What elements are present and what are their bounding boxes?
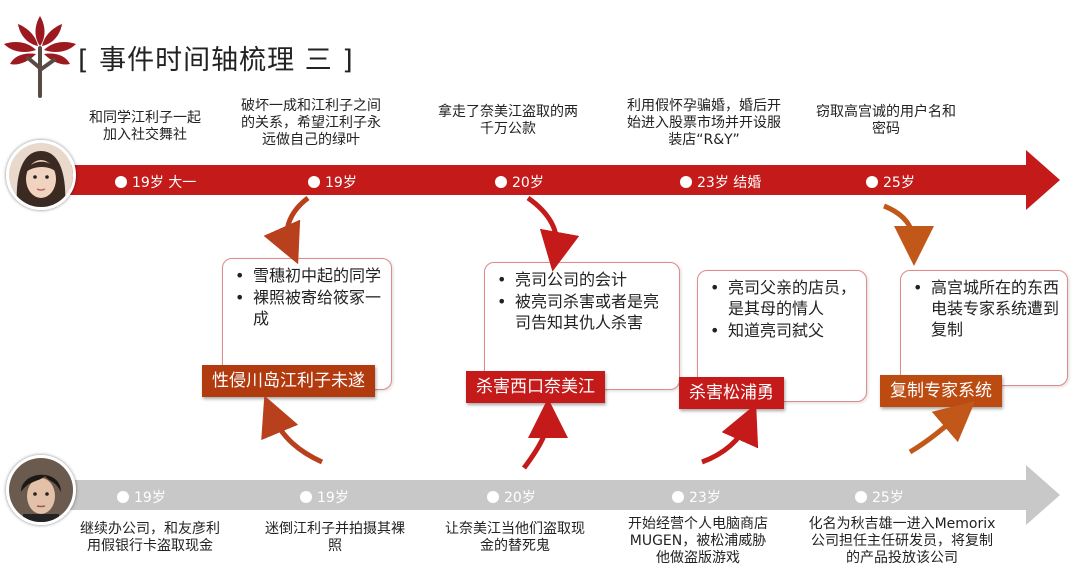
top-tick-3: 20岁	[495, 172, 544, 192]
box-1-item-2: 裸照被寄给筱冢一成	[231, 287, 383, 329]
timeline-dot-icon	[680, 176, 692, 188]
top-event-1: 和同学江利子一起 加入社交舞社	[89, 110, 201, 143]
top-event-3: 拿走了奈美江盗取的两 千万公款	[438, 104, 578, 137]
timeline-dot-icon	[115, 176, 127, 188]
box-2-item-2: 被亮司杀害或者是亮司告知其仇人杀害	[493, 291, 671, 333]
timeline-dot-icon	[495, 176, 507, 188]
bottom-tick-5: 25岁	[855, 487, 904, 507]
bottom-tick-1: 19岁	[117, 487, 166, 507]
arrow-top-to-box-1	[263, 196, 310, 265]
male-character-avatar	[6, 455, 76, 525]
timeline-dot-icon	[487, 491, 499, 503]
event-label-1: 性侵川岛江利子未遂	[202, 365, 375, 397]
arrow-top-to-box-2	[526, 195, 580, 272]
event-label-2: 杀害西口奈美江	[466, 371, 605, 403]
box-3-item-1: 亮司父亲的店员，是其母的情人	[706, 277, 858, 319]
bottom-tick-2: 19岁	[300, 487, 349, 507]
event-box-4: 高宫城所在的东西电装专家系统遭到复制	[900, 270, 1068, 386]
timeline-dot-icon	[866, 176, 878, 188]
box-2-item-1: 亮司公司的会计	[493, 269, 671, 290]
event-box-1: 雪穗初中起的同学 裸照被寄给筱冢一成	[222, 258, 392, 390]
top-tick-1: 19岁 大一	[115, 172, 196, 192]
bottom-event-5: 化名为秋吉雄一进入Memorix 公司担任主任研发员，将复制 的产品投放该公司	[808, 516, 996, 566]
bottom-event-4: 开始经营个人电脑商店 MUGEN，被松浦威胁 他做盗版游戏	[628, 516, 768, 566]
female-character-avatar	[6, 140, 76, 210]
top-timeline-arrowhead	[1026, 150, 1060, 210]
top-event-2: 破坏一成和江利子之间 的关系，希望江利子永 远做自己的绿叶	[241, 98, 381, 148]
arrow-bottom-to-box-4	[908, 400, 976, 455]
bottom-event-2: 迷倒江利子并拍摄其裸 照	[265, 521, 405, 554]
event-label-3: 杀害松浦勇	[679, 377, 784, 409]
top-tick-5: 25岁	[866, 172, 915, 192]
bottom-tick-3: 20岁	[487, 487, 536, 507]
arrow-bottom-to-box-3	[701, 403, 759, 465]
bottom-timeline-bar	[70, 480, 1028, 510]
timeline-dot-icon	[117, 491, 129, 503]
timeline-dot-icon	[855, 491, 867, 503]
tree-logo-icon	[4, 16, 76, 98]
bottom-event-3: 让奈美江当他们盗取现 金的替死鬼	[445, 521, 585, 554]
top-tick-2: 19岁	[308, 172, 357, 192]
top-tick-4: 23岁 结婚	[680, 172, 761, 192]
box-3-item-2: 知道亮司弑父	[706, 320, 858, 341]
bottom-tick-4: 23岁	[672, 487, 721, 507]
box-1-item-1: 雪穗初中起的同学	[231, 265, 383, 286]
top-event-5: 窃取高宫诚的用户名和 密码	[816, 104, 956, 137]
arrow-top-to-box-4	[883, 203, 934, 266]
timeline-dot-icon	[308, 176, 320, 188]
top-event-4: 利用假怀孕骗婚，婚后开 始进入股票市场并开设服 装店“R&Y”	[627, 98, 781, 148]
bottom-timeline-arrowhead	[1026, 465, 1060, 525]
box-4-item-1: 高宫城所在的东西电装专家系统遭到复制	[909, 277, 1059, 340]
timeline-dot-icon	[672, 491, 684, 503]
timeline-dot-icon	[300, 491, 312, 503]
arrow-bottom-to-box-2	[521, 398, 568, 470]
bottom-event-1: 继续办公司，和友彦利 用假银行卡盗取现金	[80, 521, 220, 554]
event-box-2: 亮司公司的会计 被亮司杀害或者是亮司告知其仇人杀害	[484, 262, 680, 390]
arrow-bottom-to-box-1	[261, 395, 324, 465]
page-title: [ 事件时间轴梳理 三 ]	[78, 45, 354, 76]
